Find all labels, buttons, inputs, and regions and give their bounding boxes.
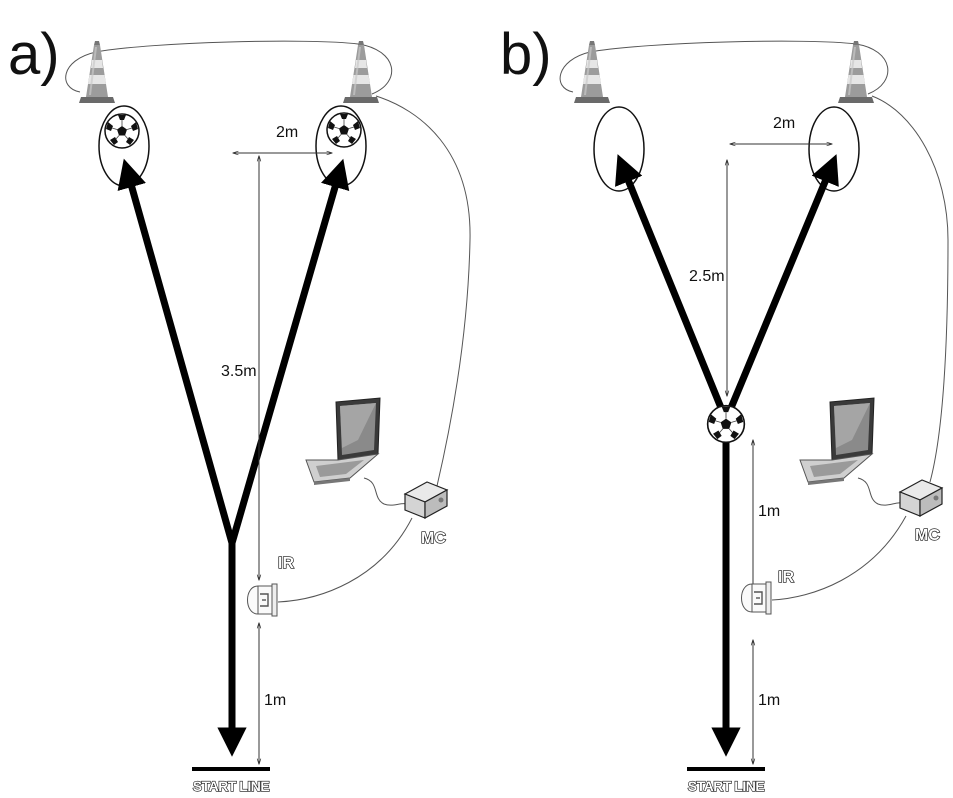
panel-b-left-target-circle <box>593 106 645 192</box>
panel-b-center-ball-icon <box>706 404 746 444</box>
panel-b-start-line-bar <box>687 767 765 771</box>
panel-b-left-path <box>615 154 730 422</box>
panel-b-right-target-circle <box>808 106 860 192</box>
panel-a-cone-cable <box>65 40 393 95</box>
panel-b-ball-label: 1m <box>758 503 780 520</box>
panel-a-right-path <box>228 158 350 544</box>
panel-b-depth-label: 2.5m <box>689 268 725 285</box>
panel-a-width-label: 2m <box>276 124 298 141</box>
panel-b-start-label: 1m <box>758 692 780 709</box>
panel-b-width-label: 2m <box>773 115 795 132</box>
panel-b-laptop-icon <box>799 397 875 486</box>
panel-b-mc-label: MC <box>915 527 940 544</box>
panel-b-right-path <box>722 154 839 422</box>
panel-a-start-line-bar <box>192 767 270 771</box>
panel-a-cone-mc-cable <box>375 95 471 487</box>
panel-a-start-label: 1m <box>264 692 286 709</box>
panel-b-ir-label: IR <box>778 569 794 586</box>
panel-b: b) 2m 2.5m 1m 1m MC IR START LINE <box>500 22 949 795</box>
panel-a-laptop-icon <box>305 397 381 486</box>
panel-b-left-cone-icon <box>574 41 610 103</box>
panel-a-mc-label: MC <box>421 530 446 547</box>
panel-a-ir-sensor-icon <box>246 583 278 617</box>
panel-b-cone-mc-cable <box>871 95 949 483</box>
panel-a-depth-label: 3.5m <box>221 363 257 380</box>
panel-b-mc-icon <box>899 479 943 517</box>
panel-b-ir-sensor-icon <box>740 581 772 615</box>
panel-a-mc-icon <box>404 481 448 519</box>
panel-a-ir-mc-cable <box>277 517 413 603</box>
panel-a: a) 2m 3.5m 1m MC IR <box>8 22 471 795</box>
panel-a-right-ball-icon <box>326 112 362 148</box>
panel-a-ir-label: IR <box>278 555 294 572</box>
panel-b-start-line-label: START LINE <box>688 778 765 794</box>
panel-a-laptop-mc-cable <box>363 477 411 507</box>
panel-b-laptop-mc-cable <box>857 477 905 506</box>
panel-a-left-path <box>117 158 236 544</box>
panel-a-label: a) <box>8 22 60 87</box>
panel-a-left-ball-icon <box>104 113 140 149</box>
panel-b-cone-cable <box>559 40 889 95</box>
panel-b-ir-mc-cable <box>771 515 907 601</box>
panel-b-label: b) <box>500 22 552 87</box>
panel-a-start-line-label: START LINE <box>193 778 270 794</box>
